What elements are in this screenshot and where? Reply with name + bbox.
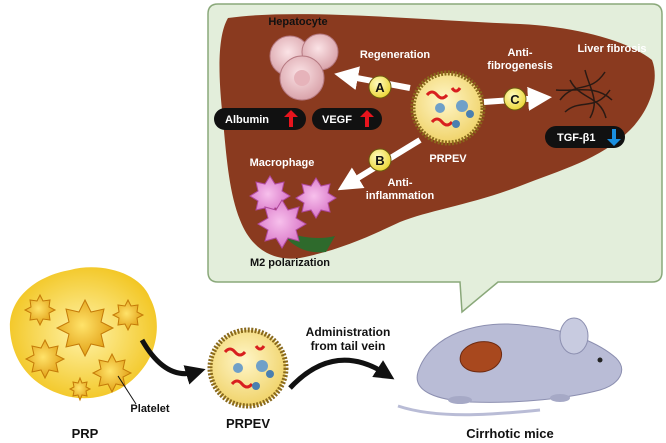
prpev-center-label: PRPEV <box>429 153 467 165</box>
svg-text:A: A <box>375 80 385 95</box>
svg-text:VEGF: VEGF <box>322 114 352 126</box>
prpev-bottom-label: PRPEV <box>226 416 270 431</box>
macrophage-label: Macrophage <box>250 157 315 169</box>
mouse-illustration <box>397 317 622 417</box>
hepatocyte-cells <box>269 33 339 101</box>
regeneration-label: Regeneration <box>360 49 431 61</box>
m2-polarization-label: M2 polarization <box>250 257 330 269</box>
anti-inflammation-label-2: inflammation <box>366 190 435 202</box>
vegf-marker: VEGF <box>312 108 382 130</box>
anti-fibrogenesis-label-2: fibrogenesis <box>487 60 552 72</box>
arrow-prp-to-prpev <box>139 338 206 385</box>
liver-fibrosis-label: Liver fibrosis <box>577 43 646 55</box>
down-arrow-icon <box>607 129 621 146</box>
up-arrow-icon <box>360 110 374 127</box>
svg-text:C: C <box>510 92 520 107</box>
arrow-prpev-to-mouse <box>288 357 395 390</box>
hepatocyte-label: Hepatocyte <box>268 16 327 28</box>
path-c-circle: C <box>503 87 527 111</box>
platelet-label: Platelet <box>130 403 169 415</box>
albumin-marker: Albumin <box>214 108 306 130</box>
platelet-pointer <box>117 375 137 405</box>
prp-platelet-cluster <box>9 267 157 402</box>
fibrosis-fibers-icon <box>555 69 613 119</box>
svg-text:Albumin: Albumin <box>225 114 269 126</box>
cirrhotic-mice-label: Cirrhotic mice <box>466 426 553 441</box>
svg-text:B: B <box>375 153 384 168</box>
administration-label-2: from tail vein <box>311 339 386 353</box>
prp-label: PRP <box>72 426 99 441</box>
macrophage-cells <box>249 175 337 249</box>
path-b-circle: B <box>368 148 392 172</box>
anti-inflammation-label-1: Anti- <box>387 177 412 189</box>
prpev-vesicle-small <box>207 327 289 409</box>
up-arrow-icon <box>284 110 298 127</box>
prpev-vesicle-large <box>410 70 486 146</box>
administration-label-1: Administration <box>306 325 391 339</box>
tgf-marker: TGF-β1 <box>545 126 625 148</box>
path-a-circle: A <box>368 75 392 99</box>
anti-fibrogenesis-label-1: Anti- <box>507 47 532 59</box>
svg-text:TGF-β1: TGF-β1 <box>557 132 596 144</box>
